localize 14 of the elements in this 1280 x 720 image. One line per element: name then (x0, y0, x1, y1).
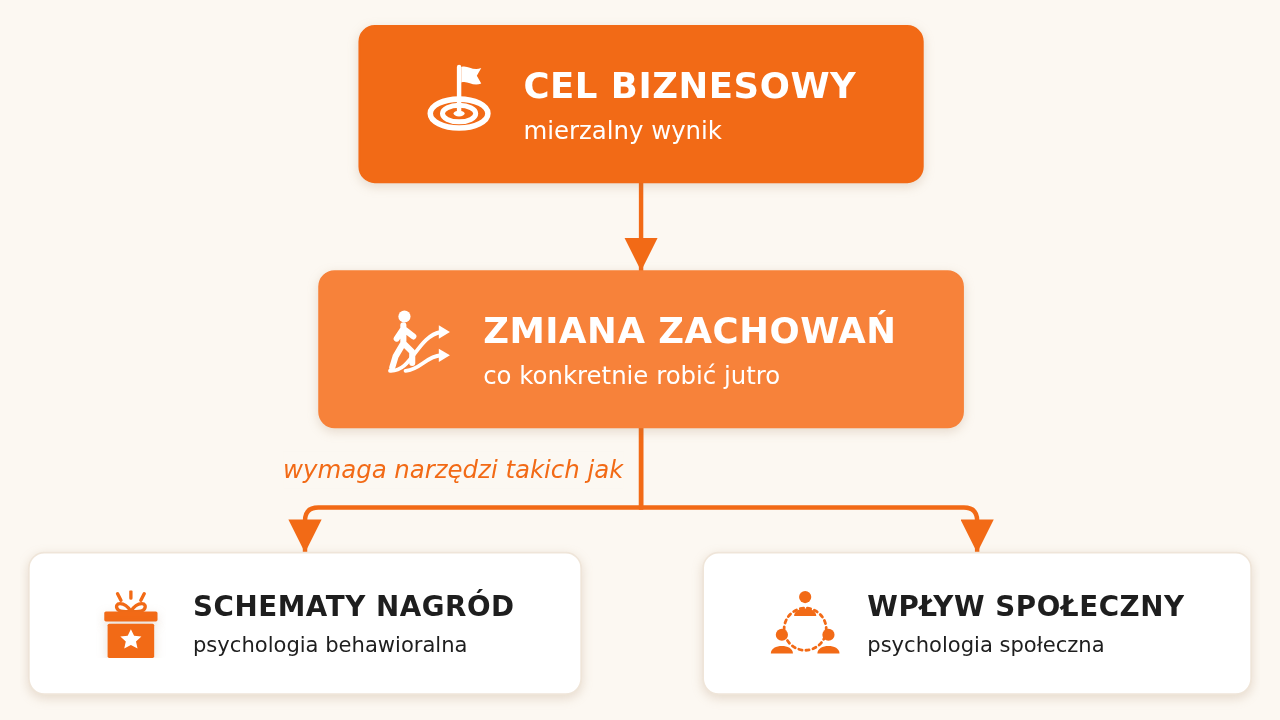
node-subtitle: psychologia behawioralna (193, 631, 468, 657)
process-box (318, 270, 964, 429)
process-box (28, 551, 582, 695)
node-title: CEL BIZNESOWY (523, 64, 857, 107)
process-box (702, 551, 1252, 695)
process-box (358, 25, 924, 184)
node-subtitle: co konkretnie robić jutro (483, 361, 781, 390)
node-title: ZMIANA ZACHOWAŃ (483, 309, 897, 352)
node-title: WPŁYW SPOŁECZNY (867, 590, 1185, 623)
arrow (624, 182, 658, 271)
node-subtitle: mierzalny wynik (523, 116, 722, 145)
arrow (638, 427, 994, 553)
node-title: SCHEMATY NAGRÓD (193, 590, 515, 623)
node-subtitle: psychologia społeczna (867, 631, 1105, 657)
